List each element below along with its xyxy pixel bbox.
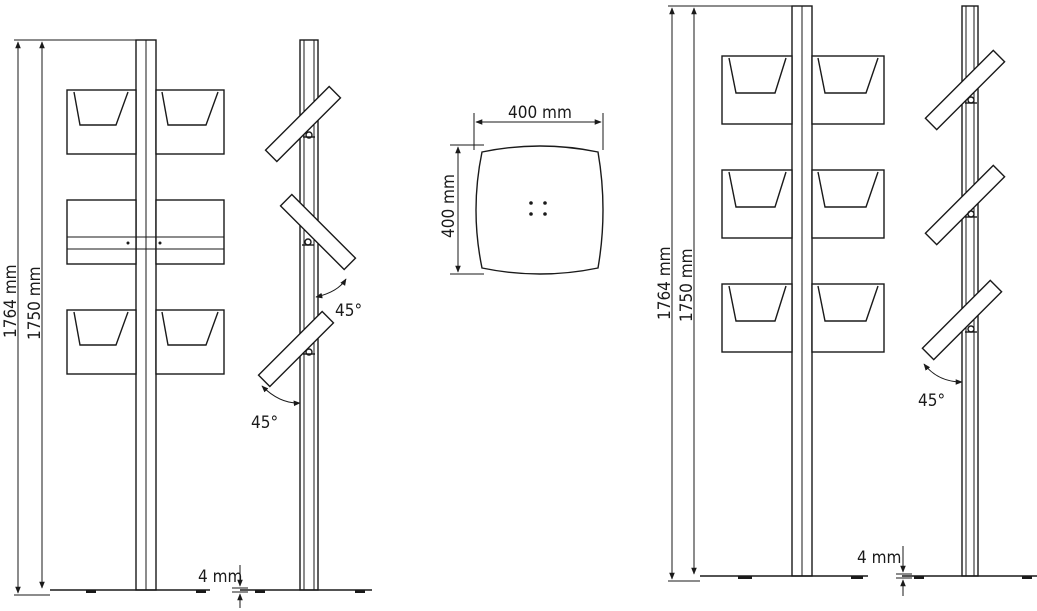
base-plate-width-label: 400 mm — [508, 103, 572, 123]
left-base-thickness-label: 4 mm — [198, 567, 242, 587]
right-side-shelf-1 — [924, 49, 1006, 131]
right-angle-annotation: 45° — [918, 363, 963, 411]
right-total-height-label: 1764 mm — [655, 246, 675, 320]
right-angle-label: 45° — [918, 391, 945, 411]
left-stand-front-view: 1764 mm 1750 mm — [1, 39, 225, 596]
left-stand-side-view: 45° 45° 4 mm — [198, 39, 372, 608]
left-angle-lower-label: 45° — [251, 413, 278, 433]
left-side-shelf-lower — [257, 310, 335, 388]
right-base-thickness-label: 4 mm — [857, 548, 901, 568]
left-side-shelf-upper — [264, 85, 342, 163]
right-column-height-label: 1750 mm — [677, 248, 697, 322]
left-angle-annotations: 45° 45° — [251, 278, 362, 433]
right-base-thickness-dimension: 4 mm — [857, 546, 912, 596]
right-brochure-row-3 — [721, 283, 885, 353]
brochure-panel-top — [66, 89, 225, 155]
right-stand-side-view: 45° 4 mm — [857, 5, 1037, 596]
left-total-height-label: 1764 mm — [1, 264, 21, 338]
right-side-shelf-3 — [921, 279, 1003, 361]
right-stand-front-view: 1764 mm 1750 mm — [655, 5, 885, 582]
right-side-shelf-2 — [924, 164, 1006, 246]
left-column-height-label: 1750 mm — [25, 266, 45, 340]
brochure-panel-bottom — [66, 309, 225, 375]
right-brochure-row-2 — [721, 169, 885, 239]
base-plate-depth-label: 400 mm — [439, 174, 459, 238]
base-plate-top-view: 400 mm 400 mm — [439, 103, 604, 275]
base-plate-dimensions: 400 mm 400 mm — [439, 103, 604, 275]
left-angle-upper-label: 45° — [335, 301, 362, 321]
left-base-thickness-dimension: 4 mm — [198, 565, 248, 608]
left-height-dimensions: 1764 mm 1750 mm — [1, 39, 136, 596]
left-side-shelf-middle — [279, 193, 357, 271]
brochure-panel-middle — [66, 199, 225, 265]
right-height-dimensions: 1764 mm 1750 mm — [655, 5, 792, 582]
right-brochure-row-1 — [721, 55, 885, 125]
